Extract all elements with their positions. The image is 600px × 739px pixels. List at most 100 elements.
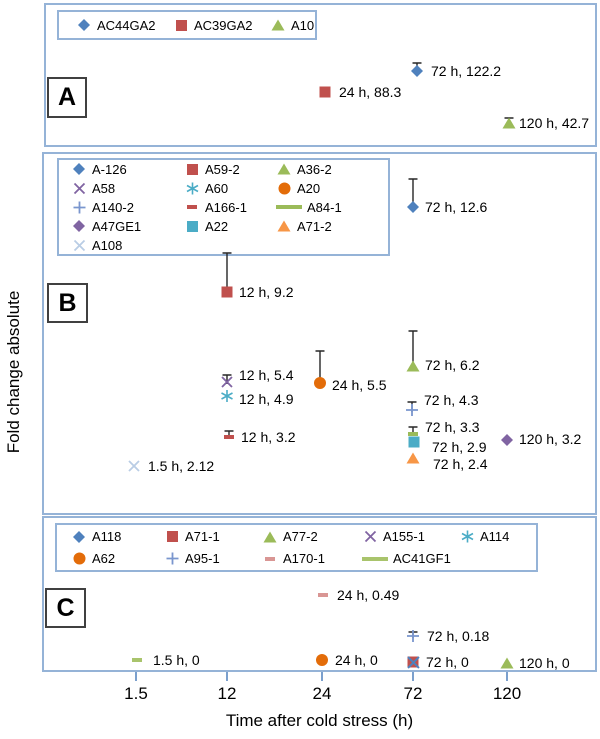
x-tick-label: 12 xyxy=(217,684,237,703)
point-label: 72 h, 4.3 xyxy=(424,392,479,408)
diamond-marker-icon xyxy=(71,530,87,544)
point-label: 72 h, 0 xyxy=(426,654,469,670)
legend-item: AC44GA2 xyxy=(76,18,173,33)
diamond-marker-icon xyxy=(71,162,87,176)
x-axis-tick xyxy=(412,672,414,681)
legend-item-label: A59-2 xyxy=(205,161,240,177)
x-tick-label: 72 xyxy=(403,684,423,703)
line-marker-icon xyxy=(362,556,388,561)
legend-item: A71-2 xyxy=(276,219,381,234)
dash-marker-icon xyxy=(318,593,328,597)
legend-item: A10 xyxy=(270,18,320,33)
x-marker-icon xyxy=(128,460,141,473)
legend-item: A20 xyxy=(276,181,381,196)
legend-item-label: A77-2 xyxy=(283,529,318,544)
point-label: 12 h, 9.2 xyxy=(239,284,294,300)
point-label: 24 h, 5.5 xyxy=(332,377,387,393)
asterisk-marker-icon xyxy=(459,530,475,543)
legend-item-label: A166-1 xyxy=(205,199,247,215)
point-label: 1.5 h, 0 xyxy=(153,652,200,668)
circle-marker-icon xyxy=(314,377,327,390)
plus-marker-icon xyxy=(406,404,419,417)
x-axis-tick xyxy=(135,672,137,681)
square-x-marker-icon xyxy=(407,656,420,669)
legend-item: A166-1 xyxy=(184,200,276,215)
triangle-marker-icon xyxy=(276,163,292,175)
x-tick-label: 1.5 xyxy=(124,684,148,703)
legend-item-label: A155-1 xyxy=(383,529,425,544)
asterisk-marker-icon xyxy=(221,390,234,403)
legend-item: AC41GF1 xyxy=(362,551,459,566)
triangle-marker-icon xyxy=(406,452,420,464)
diamond-marker-icon xyxy=(406,200,420,214)
x-axis-tick xyxy=(226,672,228,681)
legend-item: A170-1 xyxy=(262,551,362,566)
x-marker-icon xyxy=(221,376,234,389)
legend-item-label: A36-2 xyxy=(297,161,332,177)
panel-b-box xyxy=(42,152,597,515)
legend-item-label: A-126 xyxy=(92,161,127,177)
x-axis-tick xyxy=(506,672,508,681)
legend-item-label: A10 xyxy=(291,17,315,33)
legend-item-label: AC44GA2 xyxy=(97,17,156,33)
legend-item-label: A47GE1 xyxy=(92,218,142,234)
square-marker-icon xyxy=(164,531,180,542)
triangle-marker-icon xyxy=(500,657,514,669)
legend-item-label: A20 xyxy=(297,180,321,196)
point-label: 1.5 h, 2.12 xyxy=(148,458,215,474)
point-label: 120 h, 0 xyxy=(519,655,570,671)
legend-item: A-126 xyxy=(71,162,184,177)
x-axis-title: Time after cold stress (h) xyxy=(225,711,414,730)
legend-item: A108 xyxy=(71,238,184,253)
square-marker-icon xyxy=(319,86,331,98)
square-marker-icon xyxy=(184,163,200,175)
y-axis-title: Fold change absolute xyxy=(4,290,23,454)
legend-item-label: A71-1 xyxy=(185,529,220,544)
x-marker-icon xyxy=(71,239,87,252)
legend-item: A155-1 xyxy=(362,529,459,544)
point-label: 24 h, 0 xyxy=(335,652,378,668)
point-label: 72 h, 12.6 xyxy=(425,199,488,215)
square-marker-icon xyxy=(184,220,200,232)
point-label: 120 h, 3.2 xyxy=(519,431,582,447)
legend-item-label: A22 xyxy=(205,218,229,234)
square-marker-icon xyxy=(408,436,420,448)
legend-item: A118 xyxy=(71,529,164,544)
panel-a-legend: AC44GA2 AC39GA2 A10 xyxy=(57,10,317,40)
point-label: 24 h, 88.3 xyxy=(339,84,402,100)
point-label: 72 h, 2.4 xyxy=(433,456,488,472)
panel-c-label: C xyxy=(45,588,86,628)
panel-b-label: B xyxy=(47,283,88,323)
legend-item: A62 xyxy=(71,551,164,566)
x-tick-label: 120 xyxy=(492,684,522,703)
asterisk-marker-icon xyxy=(184,182,200,195)
legend-item-label: A71-2 xyxy=(297,218,332,234)
point-label: 72 h, 122.2 xyxy=(431,63,502,79)
legend-item-label: A84-1 xyxy=(307,199,342,215)
legend-item: A140-2 xyxy=(71,200,184,215)
legend-item-label: A62 xyxy=(92,551,116,566)
legend-item-label: A58 xyxy=(92,180,116,196)
legend-item: A36-2 xyxy=(276,162,381,177)
panel-a-box xyxy=(44,3,597,147)
legend-item-label: AC41GF1 xyxy=(393,551,451,566)
triangle-marker-icon xyxy=(270,19,286,31)
legend-item-label: AC39GA2 xyxy=(194,17,253,33)
diamond-marker-icon xyxy=(76,18,92,32)
square-marker-icon xyxy=(221,286,233,298)
legend-item: A114 xyxy=(459,529,529,544)
point-label: 120 h, 42.7 xyxy=(519,115,590,131)
legend-item: A95-1 xyxy=(164,551,262,566)
plus-marker-icon xyxy=(71,201,87,214)
legend-item-label: A140-2 xyxy=(92,199,134,215)
legend-item-label: A114 xyxy=(480,529,510,544)
dash-marker-icon xyxy=(224,435,234,439)
point-label: 72 h, 2.9 xyxy=(432,439,487,455)
line-marker-icon xyxy=(276,205,302,209)
legend-item-label: A95-1 xyxy=(185,551,220,566)
legend-item: A71-1 xyxy=(164,529,262,544)
plus-marker-icon xyxy=(407,630,420,643)
legend-item-label: A108 xyxy=(92,237,123,253)
triangle-marker-icon xyxy=(262,531,278,543)
